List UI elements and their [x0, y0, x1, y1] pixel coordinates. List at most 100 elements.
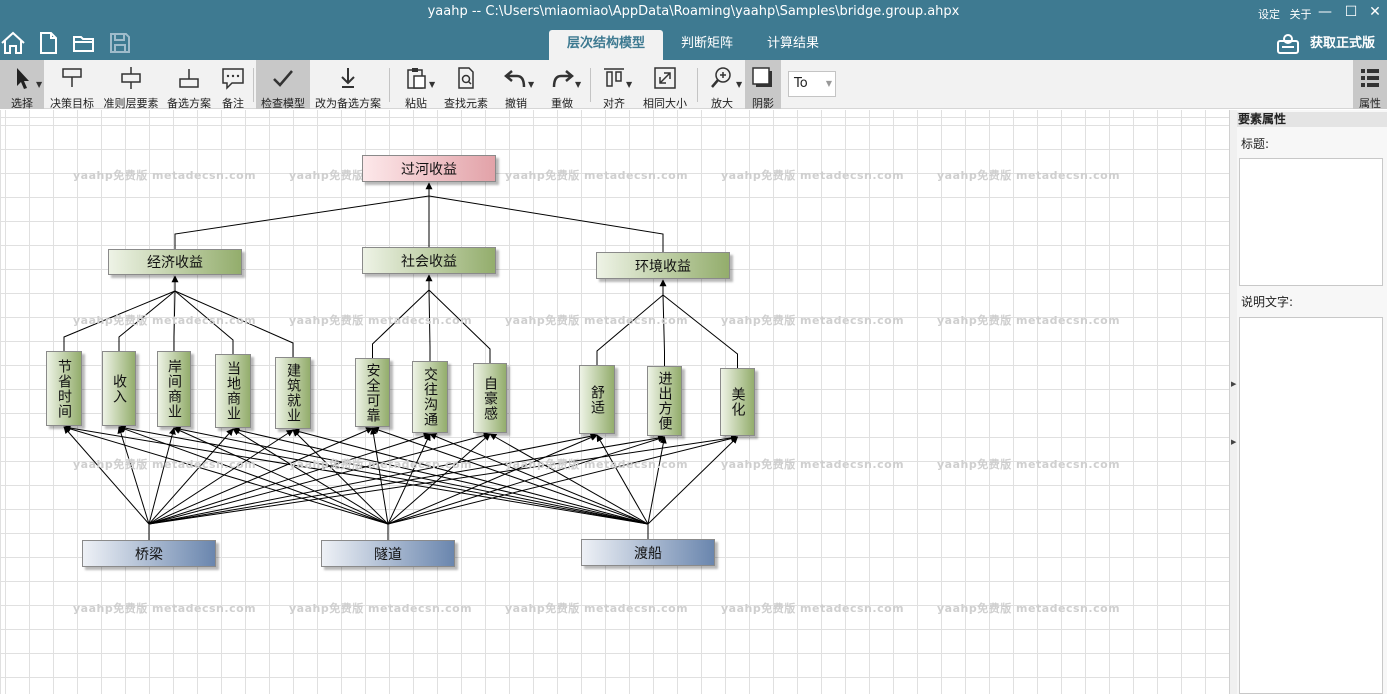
comment-icon: [216, 64, 250, 92]
subcriteria-node[interactable]: 舒适: [579, 365, 615, 434]
connector-line: [387, 433, 431, 525]
get-pro-button[interactable]: 获取正式版: [1276, 32, 1375, 56]
subcriteria-node[interactable]: 收入: [102, 351, 136, 426]
check-model-button[interactable]: 检查模型: [256, 60, 310, 110]
connector-line: [372, 289, 430, 358]
home-icon[interactable]: [0, 30, 26, 56]
description-label: 说明文字:: [1241, 295, 1294, 309]
subcriteria-node[interactable]: 当地商业: [215, 354, 251, 428]
criteria-node[interactable]: 环境收益: [596, 252, 730, 279]
properties-header: 要素属性: [1237, 112, 1387, 127]
align-button[interactable]: ▼ 对齐: [596, 60, 632, 110]
connector-line: [371, 426, 649, 525]
connector-line: [63, 290, 176, 351]
connector-line: [387, 435, 666, 525]
subcriteria-node[interactable]: 安全可靠: [355, 358, 390, 427]
description-field[interactable]: [1239, 317, 1383, 694]
license-icon: [1277, 34, 1299, 54]
criteria-node[interactable]: 社会收益: [362, 247, 496, 274]
note-tool-button[interactable]: 备注: [216, 60, 250, 110]
subcriteria-node[interactable]: 自豪感: [473, 363, 507, 433]
connector-line: [63, 425, 389, 525]
shadow-icon: [745, 64, 781, 92]
watermark-text: yaahp免费版 metadecsn.com: [289, 458, 473, 471]
about-link[interactable]: 关于: [1289, 8, 1312, 21]
subcriteria-node[interactable]: 进出方便: [647, 366, 682, 436]
zoom-in-button[interactable]: ▼ 放大: [702, 60, 742, 110]
subcriteria-node[interactable]: 节省时间: [46, 351, 82, 426]
connector-line: [148, 429, 294, 525]
goal-node-icon: [46, 64, 98, 92]
connector-line: [148, 427, 374, 525]
alternative-node[interactable]: 桥梁: [82, 540, 216, 567]
subcriteria-node[interactable]: 岸间商业: [157, 351, 191, 427]
paste-button[interactable]: ▼ 粘贴: [396, 60, 436, 110]
connector-line: [292, 429, 389, 525]
save-icon[interactable]: [107, 30, 133, 56]
toolbar: ▼ 选择 决策目标 准则层要素 备选方案 备注 检查模型 改为备选方案: [0, 60, 1387, 110]
alternative-node-icon: [164, 64, 214, 92]
model-canvas[interactable]: yaahp免费版 metadecsn.com yaahp免费版 metadecsn…: [0, 110, 1229, 694]
subcriteria-node[interactable]: 交往沟通: [412, 361, 448, 433]
watermark-text: yaahp免费版 metadecsn.com: [73, 314, 257, 327]
watermark-text: yaahp免费版 metadecsn.com: [73, 169, 257, 182]
connector-line: [489, 433, 649, 525]
undo-button[interactable]: ▼ 撤销: [496, 60, 536, 110]
shadow-toggle-button[interactable]: 阴影: [745, 60, 781, 110]
connector-line: [429, 433, 649, 525]
find-icon: [440, 64, 492, 92]
close-button[interactable]: ✕: [1369, 4, 1381, 20]
subcriteria-node[interactable]: 美化: [720, 368, 755, 436]
same-size-button[interactable]: 相同大小: [640, 60, 690, 110]
connector-line: [387, 433, 491, 525]
to-alternative-button[interactable]: 改为备选方案: [312, 60, 384, 110]
connector-line: [173, 425, 649, 525]
connector-line: [387, 435, 739, 525]
connector-line: [118, 290, 176, 351]
minimize-button[interactable]: —: [1318, 4, 1332, 20]
connector-line: [174, 290, 294, 357]
connector-line: [174, 290, 234, 354]
connector-line: [370, 427, 389, 525]
redo-icon: [542, 64, 582, 92]
criteria-node[interactable]: 经济收益: [108, 249, 242, 275]
watermark-text: yaahp免费版 metadecsn.com: [937, 314, 1121, 327]
new-file-icon[interactable]: [35, 30, 61, 56]
watermark-text: yaahp免费版 metadecsn.com: [289, 602, 473, 615]
criteria-tool-button[interactable]: 准则层要素: [100, 60, 162, 110]
connector-line: [173, 427, 389, 525]
arrow-down-icon: [312, 64, 384, 92]
open-folder-icon[interactable]: [71, 30, 97, 56]
undo-icon: [496, 64, 536, 92]
pointer-icon: [0, 64, 44, 92]
goal-tool-button[interactable]: 决策目标: [46, 60, 98, 110]
tab-judgment-matrix[interactable]: 判断矩阵: [680, 36, 733, 51]
tab-results[interactable]: 计算结果: [766, 36, 819, 51]
connector-line: [647, 436, 667, 525]
alternative-node[interactable]: 隧道: [321, 540, 455, 567]
window-links: 设定 关于: [1258, 6, 1318, 22]
splitter-arrow-icon: ▶: [1231, 438, 1237, 446]
settings-link[interactable]: 设定: [1258, 8, 1280, 21]
connector-line: [173, 290, 176, 351]
properties-panel: 要素属性 标题: 说明文字:: [1237, 110, 1387, 694]
connector-line: [148, 434, 739, 525]
connector-line: [428, 195, 664, 252]
alternative-node[interactable]: 渡船: [581, 539, 715, 566]
connector-line: [662, 294, 738, 368]
goal-node[interactable]: 过河收益: [362, 155, 496, 182]
panel-splitter[interactable]: ▶ ▶: [1229, 110, 1237, 694]
tab-hierarchy-model[interactable]: 层次结构模型: [549, 30, 663, 60]
connector-line: [662, 294, 665, 366]
title-field[interactable]: [1239, 158, 1383, 286]
watermark-text: yaahp免费版 metadecsn.com: [73, 602, 257, 615]
properties-toggle-button[interactable]: 属性: [1353, 60, 1387, 110]
font-combo[interactable]: To ▼: [788, 71, 836, 97]
select-tool-button[interactable]: ▼ 选择: [0, 60, 44, 110]
alternative-tool-button[interactable]: 备选方案: [164, 60, 214, 110]
find-element-button[interactable]: 查找元素: [440, 60, 492, 110]
maximize-button[interactable]: ☐: [1344, 4, 1358, 20]
subcriteria-node[interactable]: 建筑就业: [275, 357, 311, 429]
watermark-text: yaahp免费版 metadecsn.com: [73, 458, 257, 471]
redo-button[interactable]: ▼ 重做: [542, 60, 582, 110]
